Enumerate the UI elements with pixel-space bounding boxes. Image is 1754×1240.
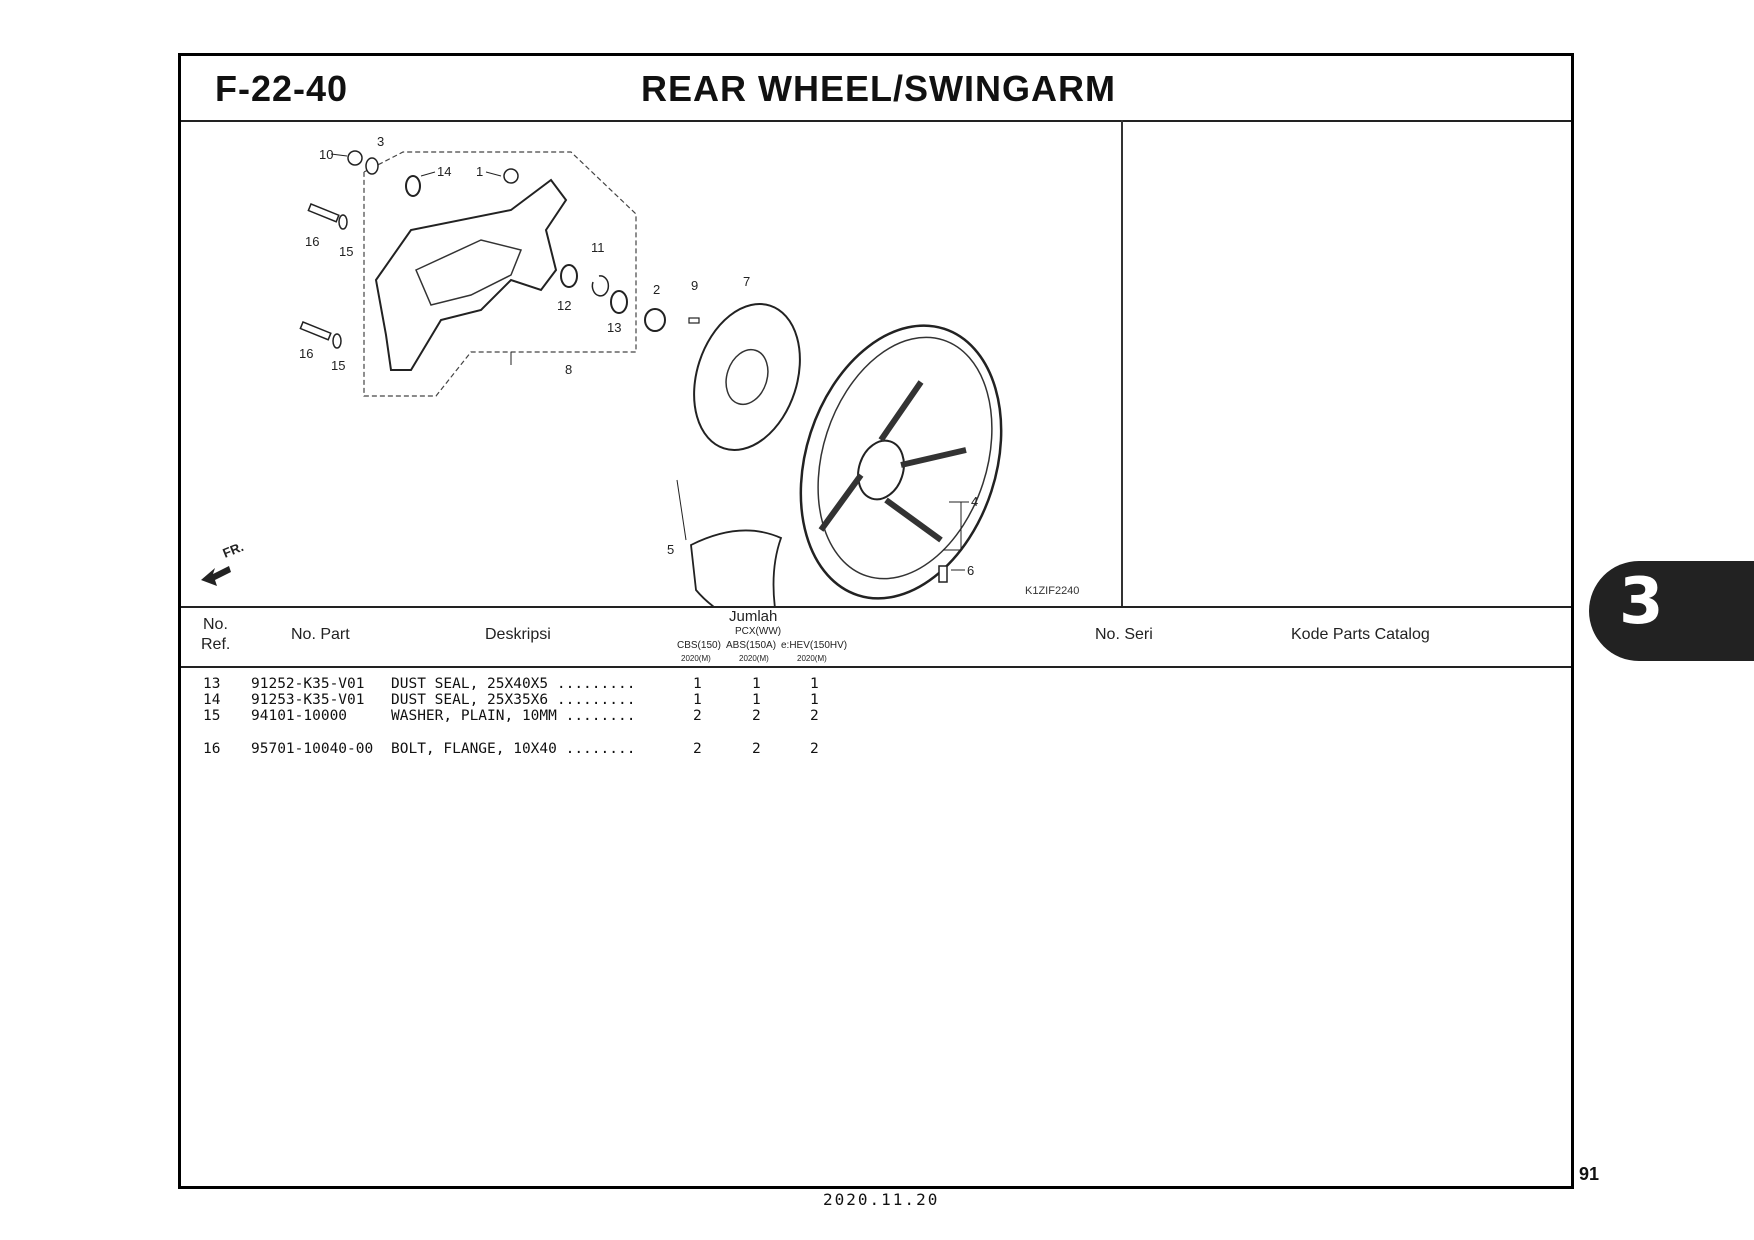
- callout-10: 10: [319, 147, 333, 162]
- page-title: REAR WHEEL/SWINGARM: [641, 68, 1116, 109]
- callout-12: 12: [557, 298, 571, 313]
- tire-part: [690, 529, 783, 642]
- callout-14: 14: [437, 164, 451, 179]
- table-row: 15 94101-10000 WASHER, PLAIN, 10MM .....…: [203, 708, 819, 724]
- table-row: 14 91253-K35-V01 DUST SEAL, 25X35X6 ....…: [203, 692, 819, 708]
- header-year-2: 2020(M): [739, 654, 769, 663]
- exploded-diagram: 10 3 14 1 16 15 11 12 13 16 15 8 2 9 7 4…: [181, 120, 1121, 642]
- table-header: No. Ref. No. Part Deskripsi Jumlah PCX(W…: [181, 606, 1571, 668]
- header-ref: Ref.: [201, 636, 231, 653]
- callout-15-lower: 15: [331, 358, 345, 373]
- callout-3: 3: [377, 134, 384, 149]
- callout-1: 1: [476, 164, 483, 179]
- callout-16-upper: 16: [305, 234, 319, 249]
- page-number: 91: [1579, 1164, 1600, 1184]
- table-row: 16 95701-10040-00 BOLT, FLANGE, 10X40 ..…: [203, 741, 819, 757]
- diagram-figure-code: K1ZIF2240: [1025, 585, 1079, 597]
- fr-label: FR.: [221, 539, 246, 561]
- header-model: PCX(WW): [735, 626, 782, 637]
- callout-9: 9: [691, 278, 698, 293]
- header-no: No.: [203, 616, 228, 633]
- header-variant-abs: ABS(150A): [726, 640, 777, 651]
- callout-7: 7: [743, 274, 750, 289]
- callout-4: 4: [971, 494, 978, 509]
- callout-15-upper: 15: [339, 244, 353, 259]
- page-header: F-22-40 REAR WHEEL/SWINGARM: [181, 56, 1571, 122]
- callout-16-lower: 16: [299, 346, 313, 361]
- header-year-1: 2020(M): [681, 654, 711, 663]
- footer-date: 2020.11.20: [823, 1190, 940, 1209]
- figure-code: F-22-40: [215, 68, 349, 109]
- header-no-seri: No. Seri: [1095, 626, 1153, 643]
- callout-2: 2: [653, 282, 660, 297]
- header-variant-cbs: CBS(150): [677, 640, 721, 651]
- header-variant-hev: e:HEV(150HV): [781, 640, 848, 651]
- swingarm-group-outline: [363, 151, 637, 397]
- callout-13: 13: [607, 320, 621, 335]
- header-year-3: 2020(M): [797, 654, 827, 663]
- callout-5: 5: [667, 542, 674, 557]
- callout-6: 6: [967, 563, 974, 578]
- rear-wheel-swingarm-illustration: 10 3 14 1 16 15 11 12 13 16 15 8 2 9 7 4…: [201, 134, 1079, 642]
- header-no-part: No. Part: [291, 626, 350, 643]
- callout-8: 8: [565, 362, 572, 377]
- table-row: 13 91252-K35-V01 DUST SEAL, 25X40X5 ....…: [203, 676, 819, 692]
- header-kode: Kode Parts Catalog: [1291, 626, 1430, 643]
- diagram-divider: [1121, 120, 1123, 606]
- header-deskripsi: Deskripsi: [485, 626, 551, 643]
- section-tab: 3: [1589, 561, 1754, 661]
- front-direction-arrow-icon: FR.: [201, 539, 246, 586]
- header-jumlah: Jumlah: [729, 608, 778, 625]
- section-tab-number: 3: [1619, 565, 1664, 639]
- callout-11: 11: [591, 240, 605, 255]
- catalog-page-frame: F-22-40 REAR WHEEL/SWINGARM: [178, 53, 1574, 1189]
